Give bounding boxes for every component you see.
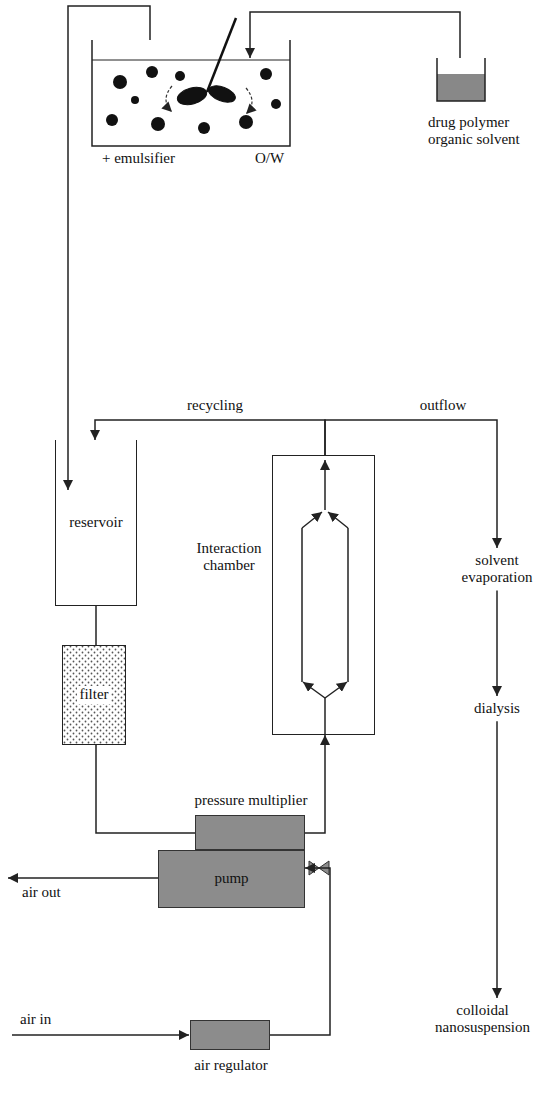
- filter-medium: [62, 645, 126, 745]
- node-label: air regulator: [166, 1057, 296, 1074]
- drawing-part: [246, 88, 252, 114]
- node-label: reservoir: [69, 514, 122, 531]
- node-label: filter: [77, 686, 110, 703]
- flow-label: outflow: [418, 397, 469, 414]
- pump-box: pump: [158, 850, 305, 908]
- drawing-part: [151, 117, 165, 131]
- node-label: pump: [214, 870, 248, 887]
- flow-connector: [250, 12, 460, 58]
- product-step: colloidal nanosuspension: [425, 1002, 540, 1037]
- node-label: dialysis: [462, 700, 532, 717]
- flow-connector: [496, 591, 498, 697]
- air-label: air in: [18, 1011, 53, 1028]
- node-label: pressure multiplier: [171, 792, 331, 809]
- node-label: Interaction chamber: [189, 540, 269, 575]
- flow-connector: [496, 721, 498, 998]
- solution-vessel: [437, 58, 485, 101]
- drawing-part: [328, 512, 348, 528]
- drawing-part: [175, 71, 185, 81]
- drawing-part: [325, 682, 347, 698]
- process-step: solvent evaporation: [454, 552, 540, 587]
- air-label: air out: [20, 884, 63, 901]
- drawing-part: [92, 60, 290, 61]
- chamber-channels: [302, 460, 348, 735]
- beaker: [92, 40, 290, 146]
- drawing-part: [166, 86, 172, 112]
- flow-connector: [95, 420, 325, 455]
- regulator-box: air regulator: [190, 1020, 270, 1050]
- multiplier-box: pressure multiplier: [195, 815, 305, 850]
- node-label: drug polymer organic solvent: [428, 114, 533, 149]
- drawing-part: [92, 40, 290, 146]
- flow-connector: [96, 745, 195, 833]
- drawing-part: [198, 122, 210, 134]
- chamber-box: Interaction chamber: [272, 455, 375, 735]
- drawing-part: [8, 877, 158, 879]
- drawing-part: [324, 698, 326, 735]
- flow-connector: [95, 606, 97, 645]
- drawing-part: [437, 58, 485, 101]
- drawing-part: [347, 528, 349, 682]
- flow-connector: [305, 735, 325, 833]
- flow-connector: [325, 420, 497, 548]
- stirrer: [175, 18, 237, 108]
- drawing-part: [302, 512, 322, 528]
- droplets: [106, 66, 281, 134]
- drawing-part: [207, 18, 236, 92]
- drawing-part: [106, 114, 118, 126]
- drawing-part: [146, 66, 158, 78]
- solution-vessel: drug polymer organic solvent: [436, 58, 486, 102]
- drawing-part: [239, 115, 253, 129]
- node-label: O/W: [255, 150, 305, 167]
- drawing-part: [301, 528, 303, 682]
- flow-connector: [68, 6, 150, 490]
- drawing-part: [271, 99, 281, 109]
- node-label: solvent evaporation: [454, 552, 540, 587]
- process-step: dialysis: [462, 700, 532, 717]
- drawing-part: [437, 74, 485, 101]
- reservoir-box: reservoir: [55, 440, 137, 606]
- drawing-part: [12, 1034, 189, 1036]
- filter-box: filter: [62, 645, 126, 745]
- drawing-part: [260, 68, 272, 80]
- drawing-part: [324, 460, 326, 510]
- node-label: colloidal nanosuspension: [425, 1002, 540, 1037]
- drawing-part: [131, 96, 139, 104]
- drawing-part: [206, 83, 237, 106]
- beaker-vessel: + emulsifierO/W: [90, 38, 292, 148]
- drawing-part: [175, 84, 208, 107]
- node-label: + emulsifier: [102, 150, 202, 167]
- drawing-part: [303, 682, 325, 698]
- stir-arrows: [166, 86, 252, 114]
- drawing-part: [113, 75, 127, 89]
- flow-label: recycling: [185, 397, 245, 414]
